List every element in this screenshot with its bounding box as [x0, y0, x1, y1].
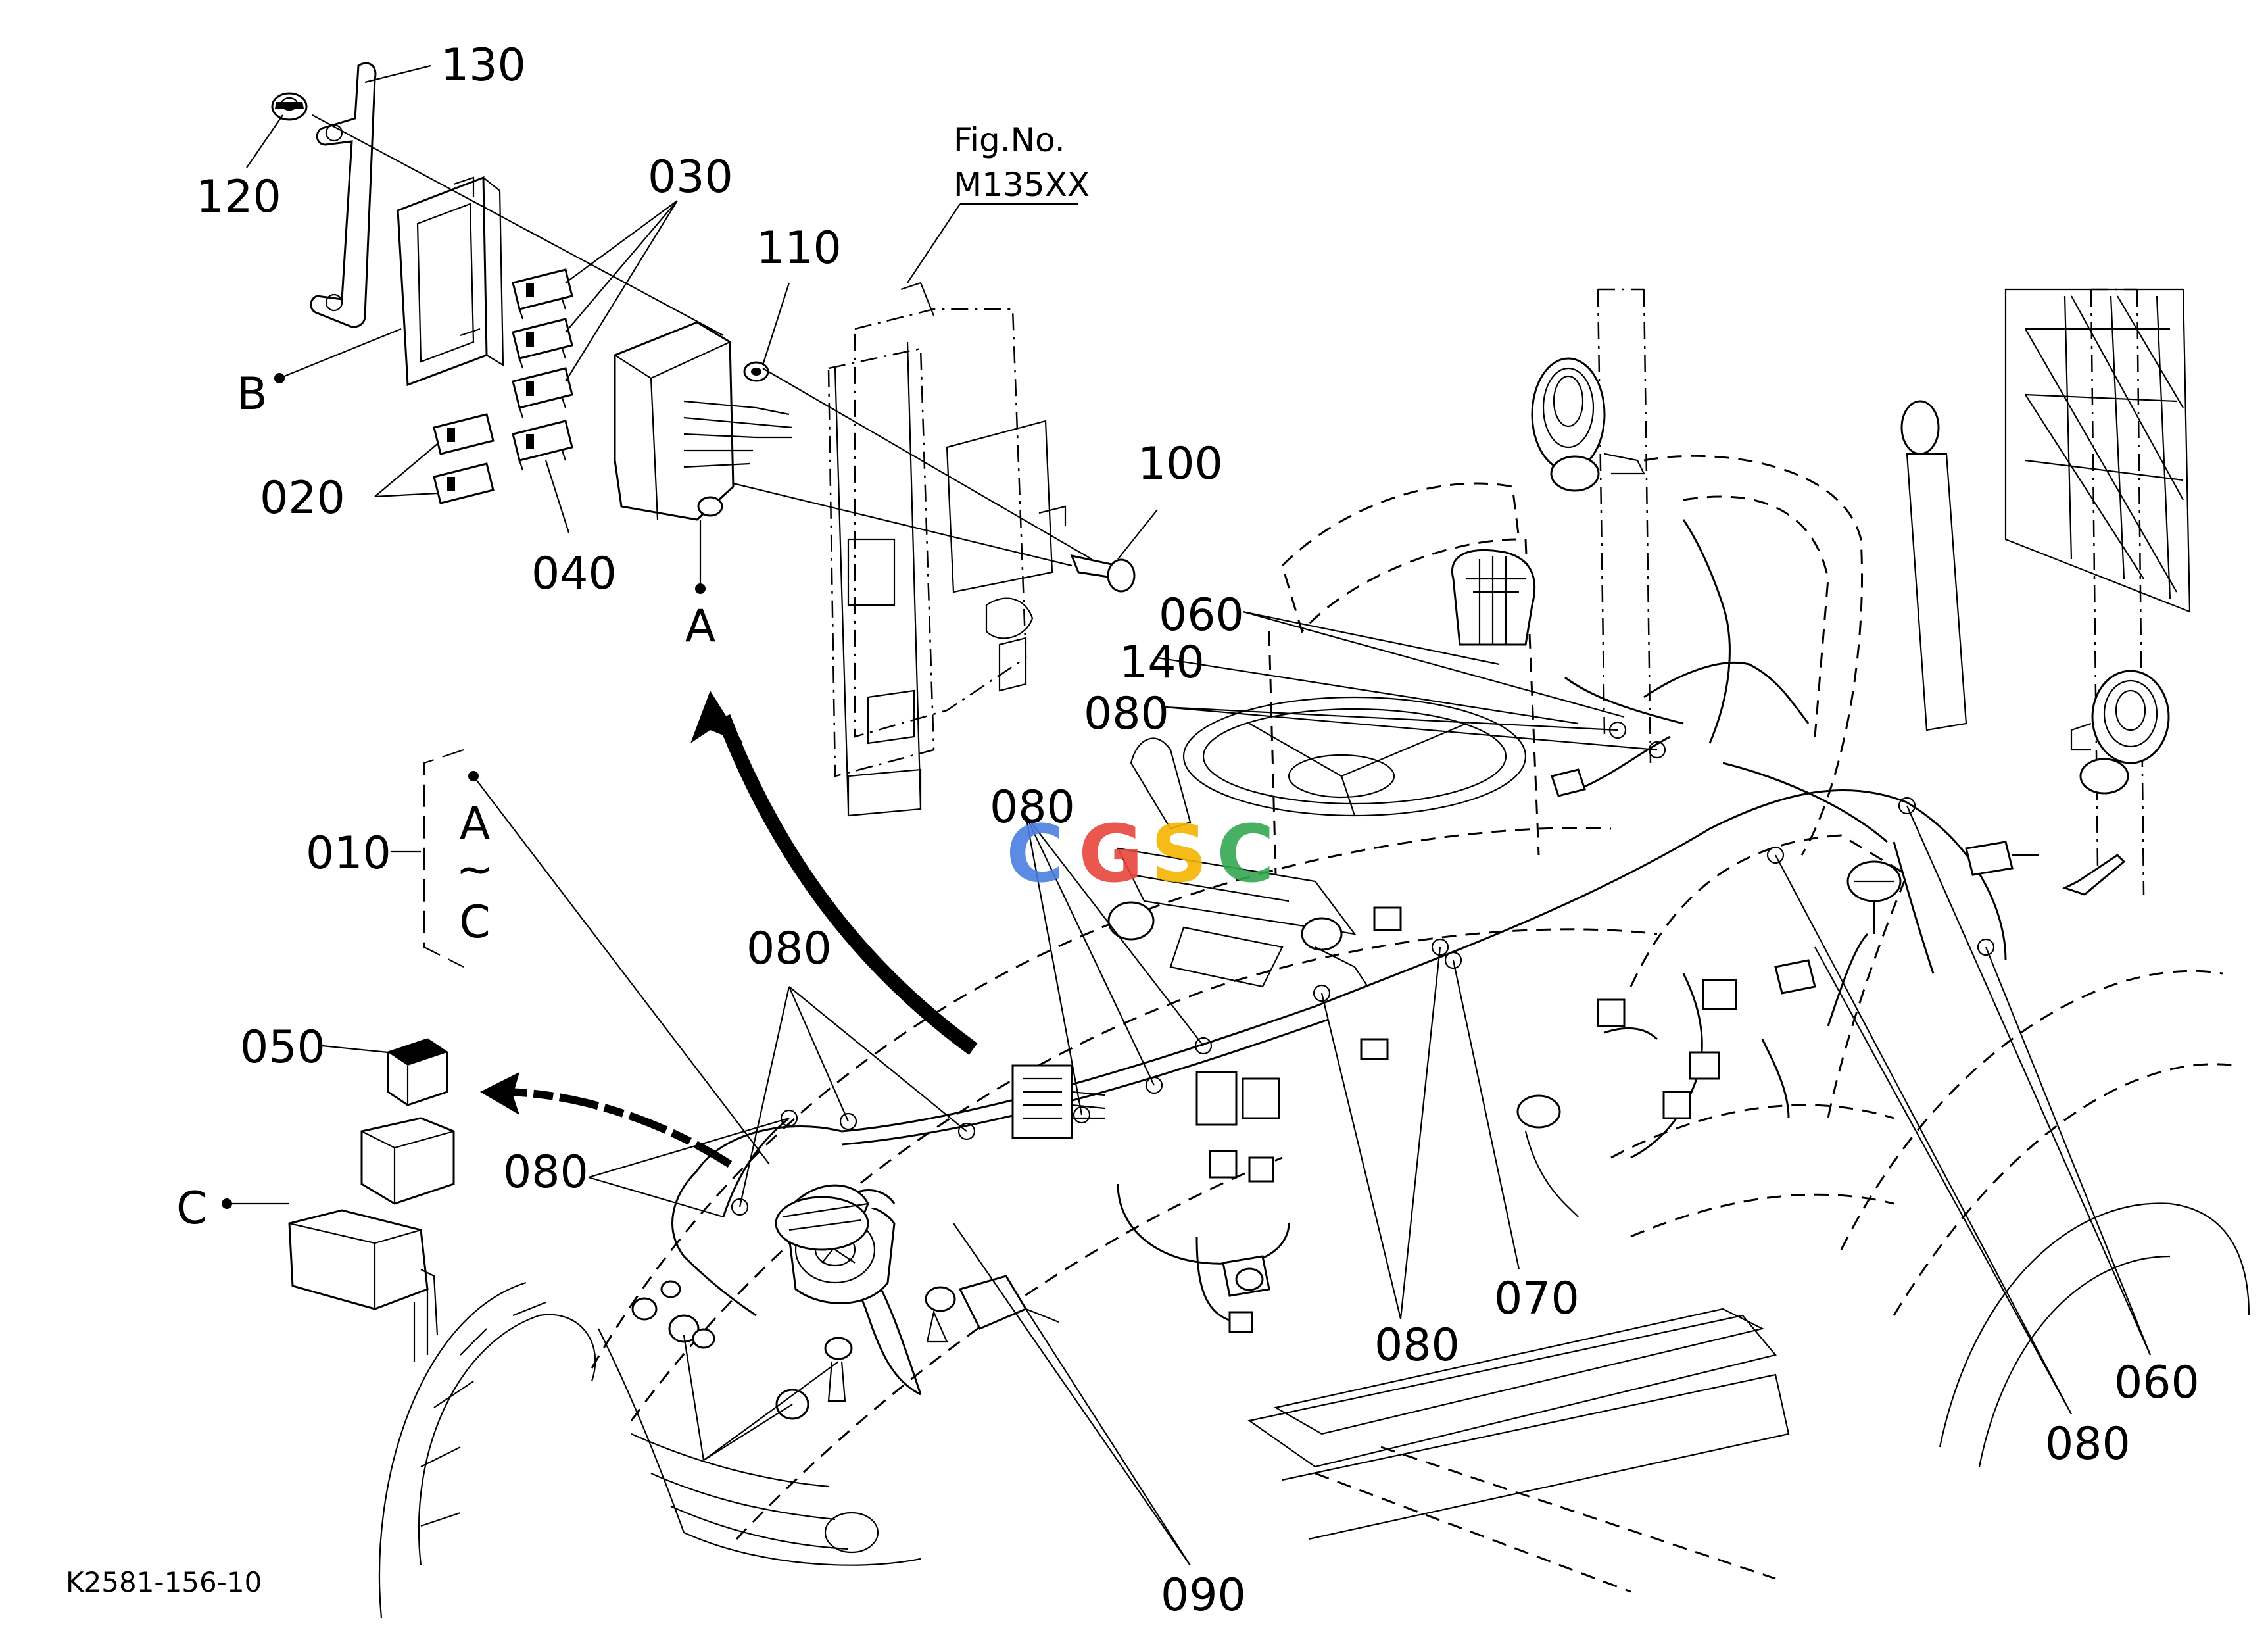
- work-light-right: [2070, 670, 2170, 795]
- watermark-logo: C G S C: [1006, 809, 1274, 900]
- callout-060-top: 060: [1159, 589, 1244, 641]
- watermark-letter-3: S: [1151, 809, 1207, 900]
- fuse-020-2: [433, 462, 495, 504]
- relay-050: [387, 1038, 448, 1106]
- figure-ref-line1: Fig.No.: [953, 121, 1065, 159]
- tractor-outline: [378, 288, 2250, 1619]
- view-labels: B A C: [176, 368, 715, 1235]
- leader-lines: [222, 64, 2152, 1566]
- callout-110: 110: [756, 222, 842, 274]
- callout-090: 090: [1161, 1569, 1246, 1621]
- callout-080-low: 080: [2045, 1418, 2131, 1470]
- fuse-030-2: [512, 318, 573, 369]
- work-light-left: [1531, 357, 1645, 492]
- callout-080-left: 080: [746, 923, 832, 975]
- callout-020: 020: [260, 472, 345, 524]
- group-bracket-010: [423, 749, 464, 968]
- callout-080-mid: 080: [990, 781, 1075, 833]
- callout-100: 100: [1138, 438, 1223, 490]
- callout-080-bottom: 080: [1374, 1319, 1460, 1371]
- group-range-from: A: [460, 798, 491, 850]
- view-label-c: C: [176, 1183, 207, 1235]
- callout-050: 050: [240, 1021, 326, 1073]
- callout-080-front: 080: [503, 1146, 589, 1198]
- group-range-tilde: ~: [456, 844, 494, 896]
- view-label-b: B: [237, 368, 268, 420]
- harness-components: [631, 721, 2126, 1420]
- figure-reference: Fig.No. M135XX: [953, 121, 1090, 204]
- watermark-letter-1: C: [1006, 809, 1064, 900]
- callout-140: 140: [1119, 637, 1205, 689]
- fuse-030-1: [512, 268, 573, 320]
- drawing-code: K2581-156-10: [66, 1566, 262, 1598]
- fuse-040: [512, 420, 573, 471]
- fuse-box-exploded: [271, 62, 1136, 1362]
- fuse-020-1: [433, 413, 495, 455]
- fuse-030-3: [512, 367, 573, 418]
- watermark-letter-2: G: [1078, 809, 1144, 900]
- fuse-block-a: [614, 321, 793, 521]
- callout-120: 120: [196, 171, 281, 223]
- callout-080-right: 080: [1084, 688, 1169, 740]
- group-number: 010: [306, 827, 391, 879]
- watermark-letter-4: C: [1217, 809, 1274, 900]
- fender-panel: [827, 282, 1067, 817]
- view-label-a: A: [685, 601, 716, 652]
- callout-060-low: 060: [2114, 1357, 2200, 1409]
- figure-ref-line2: M135XX: [953, 166, 1090, 204]
- callout-130: 130: [441, 39, 526, 91]
- callout-030: 030: [648, 151, 733, 203]
- group-label-010: 010 A ~ C: [306, 798, 493, 948]
- callout-040: 040: [531, 548, 617, 600]
- relay-assembly-c: [288, 1117, 455, 1362]
- callout-070: 070: [1494, 1273, 1580, 1325]
- group-range-to: C: [459, 897, 490, 948]
- callout-labels: 130 120 030 110 020 040 100 060 140 080 …: [196, 39, 2200, 1621]
